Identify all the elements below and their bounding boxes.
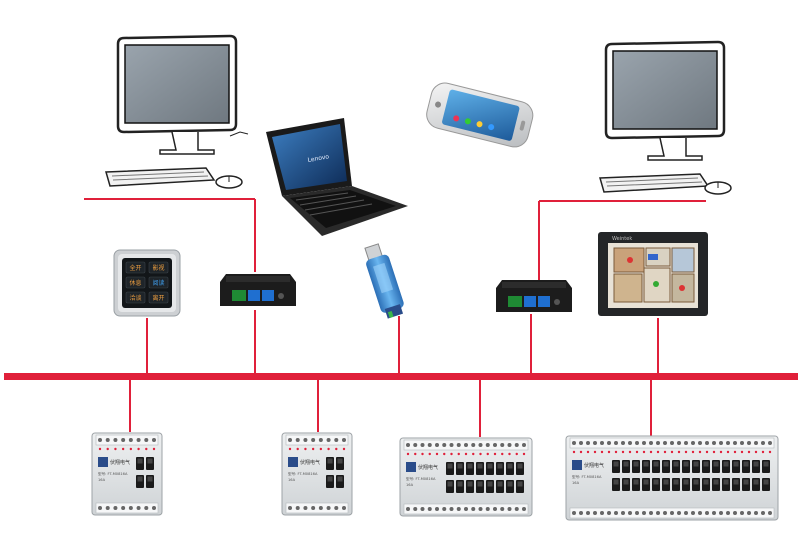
floor-plan-icon	[613, 247, 695, 303]
module-logo-icon	[572, 460, 582, 470]
network-gateway-left	[220, 274, 296, 306]
smartphone	[426, 82, 534, 148]
module-brand: 伏翔电气	[110, 459, 130, 466]
panel-key: 休息	[125, 276, 146, 289]
keyboard-icon	[105, 167, 216, 187]
port-blue	[524, 296, 536, 307]
network-gateway-right	[496, 280, 572, 312]
panel-key-label: 阅读	[152, 279, 164, 287]
laptop-brand-text: Lenovo	[307, 153, 330, 164]
mouse-icon	[215, 175, 243, 189]
module-brand: 伏翔电气	[418, 464, 438, 471]
laptop-computer: Lenovo	[266, 118, 408, 236]
panel-key: 洽谈	[125, 291, 146, 304]
connection-wires	[84, 198, 706, 437]
panel-key-label: 影视	[152, 264, 164, 272]
port-green	[508, 296, 522, 307]
panel-key-label: 全开	[129, 264, 141, 272]
port-green	[232, 290, 246, 301]
module-brand: 伏翔电气	[584, 462, 604, 469]
module-logo-icon	[406, 462, 416, 472]
panel-key: 离开	[148, 291, 169, 304]
panel-key-label: 离开	[152, 294, 164, 302]
desktop-computer-left	[105, 34, 249, 189]
module-model: 型号: FT-M0816A	[406, 476, 436, 481]
port-blue	[248, 290, 260, 301]
panel-key-label: 洽谈	[129, 294, 141, 302]
touchscreen-hmi: Weintek	[598, 232, 708, 316]
module-model: 型号: FT-M0816A	[572, 474, 602, 479]
module-logo-icon	[288, 457, 298, 467]
module-logo-icon	[98, 457, 108, 467]
keyboard-icon	[599, 173, 710, 193]
panel-key: 阅读	[148, 276, 169, 289]
usb-icon	[364, 243, 404, 319]
panel-key: 影视	[148, 261, 169, 274]
module-model: 型号: FT-M0816A	[288, 471, 318, 476]
module-model: 型号: FT-M0816A	[98, 471, 128, 476]
module-spec: 16A	[288, 478, 296, 482]
mouse-icon	[704, 181, 732, 195]
laptop-icon: Lenovo	[266, 118, 408, 236]
desktop-computer-right	[599, 40, 732, 195]
usb-adapter	[364, 243, 404, 319]
module-brand: 伏翔电气	[300, 459, 320, 466]
touchscreen-brand-text: Weintek	[612, 236, 632, 242]
module-spec: 16A	[98, 478, 106, 482]
panel-key-label: 休息	[129, 279, 141, 287]
main-bus-line	[4, 373, 798, 380]
monitor-icon	[604, 40, 726, 161]
monitor-icon	[116, 34, 249, 155]
module-spec: 16A	[572, 481, 580, 485]
module-spec: 16A	[406, 483, 414, 487]
panel-key: 全开	[125, 261, 146, 274]
